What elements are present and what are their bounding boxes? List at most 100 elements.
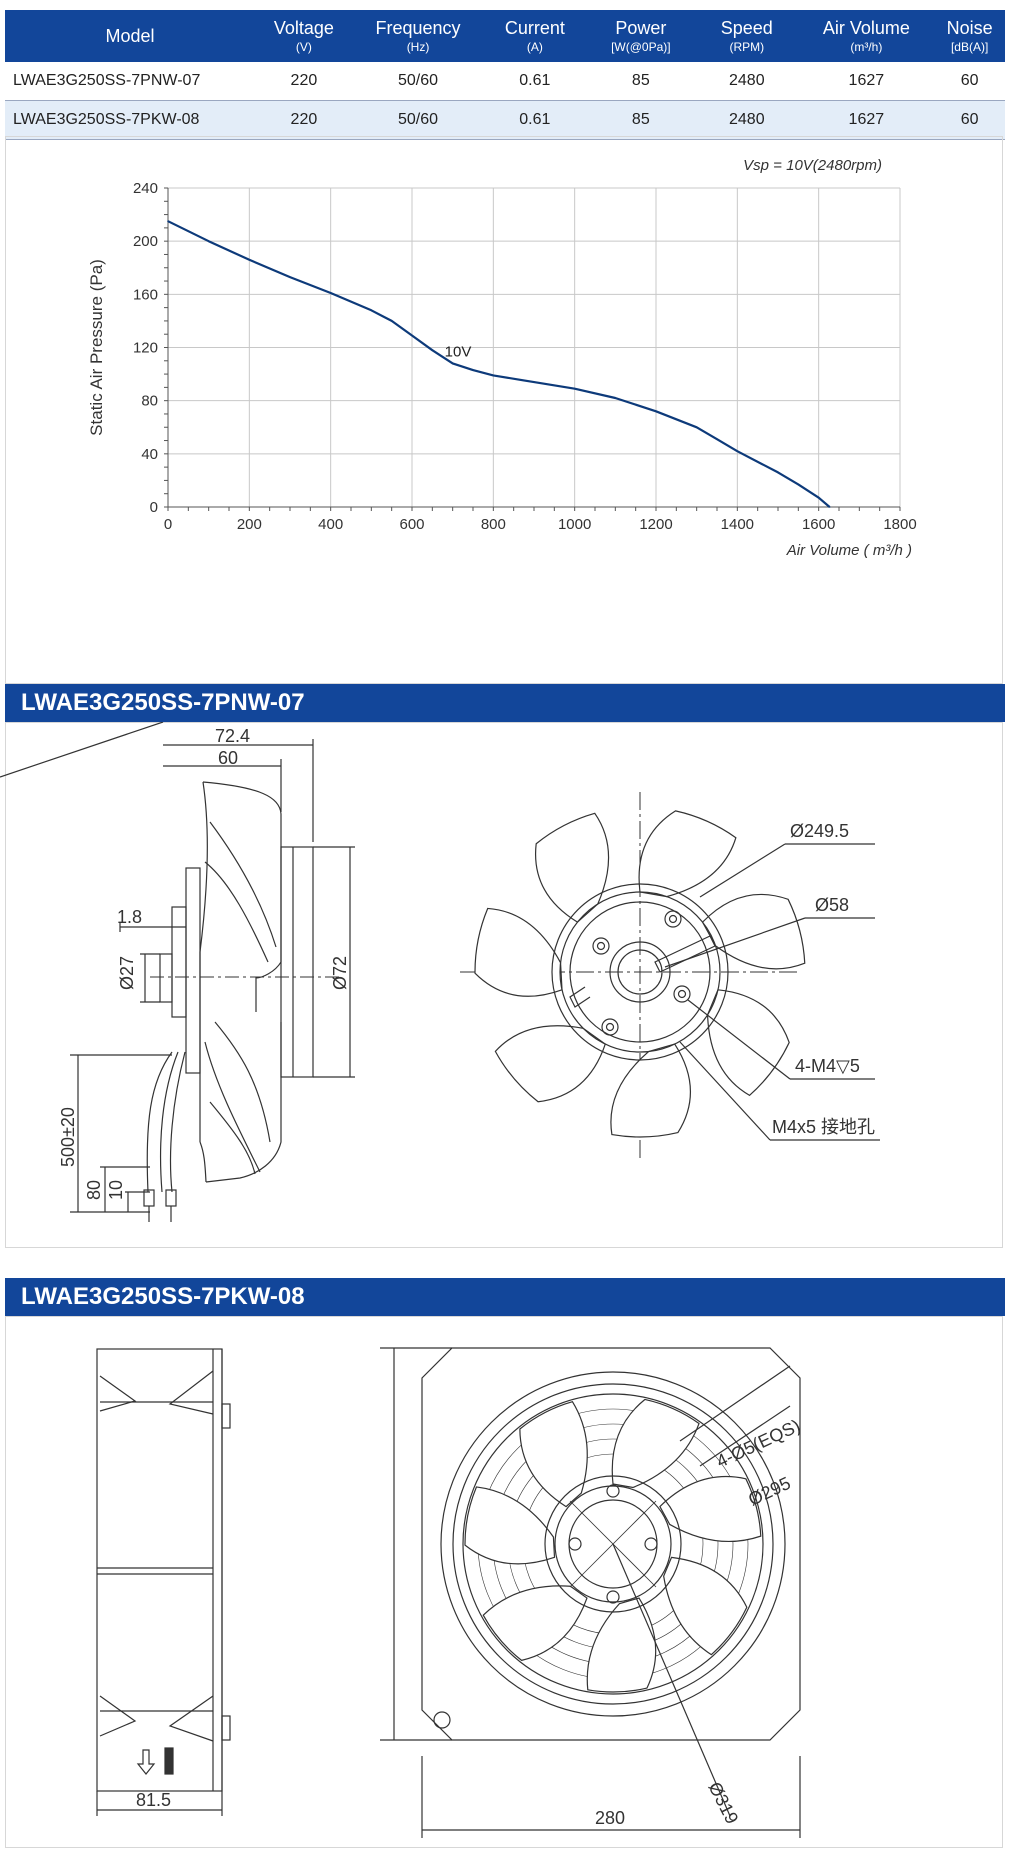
fan-blade	[586, 1597, 657, 1693]
y-axis-label: Static Air Pressure (Pa)	[87, 259, 106, 436]
dim-81-5: 81.5	[136, 1790, 171, 1810]
spec-table: Model Voltage(V) Frequency(Hz) Current(A…	[5, 10, 1005, 140]
data-point	[472, 369, 474, 371]
cell-model: LWAE3G250SS-7PNW-07	[5, 62, 255, 101]
front-view-drawing-pnw: Ø249.5 Ø58 4-M4▽5 M4x5 接地孔	[460, 792, 880, 1162]
data-point	[431, 349, 434, 351]
data-point	[817, 496, 820, 499]
fan-blade	[494, 1025, 607, 1103]
series-line-10V	[167, 220, 831, 508]
fan-blade	[659, 1475, 762, 1542]
fan-blade	[706, 989, 790, 1097]
x-tick-label: 400	[318, 516, 343, 533]
data-point	[390, 320, 393, 322]
x-tick-label: 200	[237, 516, 262, 533]
x-axis-label: Air Volume ( m³/h )	[786, 542, 912, 559]
drawing-panel-pkw	[5, 1316, 1003, 1848]
cell-speed: 2480	[695, 62, 799, 101]
col-model: Model	[5, 10, 255, 62]
col-air-volume: Air Volume(m³/h)	[798, 10, 935, 62]
drawing-panel-pnw	[5, 722, 1003, 1248]
y-tick-label: 40	[141, 446, 158, 463]
cell-power: 85	[586, 62, 696, 101]
data-point	[411, 334, 413, 337]
dim-80: 80	[84, 1180, 104, 1200]
data-point	[207, 240, 210, 242]
dim-500: 500±20	[58, 1107, 78, 1167]
data-point	[248, 258, 251, 261]
data-point	[289, 276, 291, 278]
cell-voltage: 220	[255, 100, 353, 140]
cell-current: 0.61	[483, 62, 587, 101]
dim-d72: Ø72	[330, 956, 350, 990]
dim-d319: Ø319	[704, 1779, 742, 1827]
dim-10: 10	[106, 1180, 126, 1200]
data-point	[695, 426, 698, 429]
dim-d58: Ø58	[815, 895, 849, 915]
dim-d295: Ø295	[745, 1473, 793, 1510]
col-current: Current(A)	[483, 10, 587, 62]
dim-1-8: 1.8	[117, 907, 142, 927]
x-tick-label: 1200	[639, 516, 672, 533]
dim-4-m4: 4-M4▽5	[795, 1056, 860, 1076]
x-tick-label: 1000	[558, 516, 591, 533]
dim-d27: Ø27	[117, 956, 137, 990]
data-point	[370, 309, 373, 312]
x-tick-label: 1800	[883, 516, 916, 533]
dim-4-d5: 4-Ø5(EQS)	[713, 1415, 803, 1471]
table-row: LWAE3G250SS-7PKW-08 220 50/60 0.61 85 24…	[5, 100, 1005, 140]
fan-blade	[464, 1486, 556, 1565]
cell-speed: 2480	[695, 100, 799, 140]
series-label: 10V	[445, 343, 472, 360]
data-point	[329, 292, 332, 294]
data-point	[777, 471, 779, 474]
y-tick-label: 0	[150, 499, 158, 516]
fan-blade	[519, 1400, 588, 1508]
fan-blade	[474, 907, 563, 997]
dim-60: 60	[218, 748, 238, 768]
y-tick-label: 200	[133, 233, 158, 250]
y-tick-label: 240	[133, 180, 158, 197]
data-point	[828, 506, 831, 508]
y-tick-label: 160	[133, 286, 158, 303]
data-point	[167, 220, 169, 223]
fan-blade	[638, 810, 737, 898]
data-point	[736, 450, 739, 452]
cell-air-volume: 1627	[798, 100, 935, 140]
fan-blade	[611, 1398, 700, 1489]
fan-blade	[701, 893, 806, 970]
cell-frequency: 50/60	[352, 100, 484, 140]
x-tick-label: 1400	[721, 516, 754, 533]
cell-current: 0.61	[483, 100, 587, 140]
cell-voltage: 220	[255, 62, 353, 101]
cell-noise: 60	[934, 62, 1005, 101]
x-tick-label: 0	[164, 516, 172, 533]
cell-power: 85	[586, 100, 696, 140]
section-title-pkw: LWAE3G250SS-7PKW-08	[5, 1278, 1005, 1316]
cell-air-volume: 1627	[798, 62, 935, 101]
cell-model: LWAE3G250SS-7PKW-08	[5, 100, 255, 140]
data-point	[492, 374, 495, 377]
data-point	[655, 410, 657, 413]
dim-m4x5: M4x5 接地孔	[772, 1117, 875, 1137]
fan-blade	[534, 812, 610, 923]
fan-blade	[482, 1585, 588, 1662]
data-point	[716, 438, 718, 441]
col-speed: Speed(RPM)	[695, 10, 799, 62]
x-tick-label: 800	[481, 516, 506, 533]
col-frequency: Frequency(Hz)	[352, 10, 484, 62]
data-point	[451, 362, 454, 365]
x-tick-label: 1600	[802, 516, 835, 533]
data-point	[614, 397, 617, 399]
cell-frequency: 50/60	[352, 62, 484, 101]
table-row: LWAE3G250SS-7PNW-07 220 50/60 0.61 85 24…	[5, 62, 1005, 101]
fan-blade	[610, 1043, 691, 1138]
y-tick-label: 120	[133, 340, 158, 357]
col-power: Power[W(@0Pa)]	[586, 10, 696, 62]
chart-panel	[5, 136, 1003, 684]
section-title-pnw: LWAE3G250SS-7PNW-07	[5, 684, 1005, 722]
dim-72-4: 72.4	[215, 726, 250, 746]
front-view-drawing-pkw: 280 280 4-Ø5(EQS) Ø295 Ø319	[380, 1347, 803, 1838]
y-tick-label: 80	[141, 393, 158, 410]
